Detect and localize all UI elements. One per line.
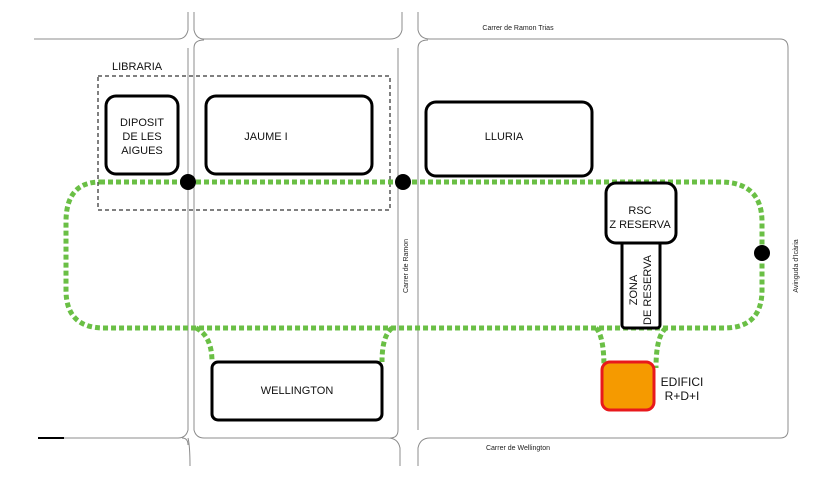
- street-edge-bottom-west: [187, 437, 191, 467]
- building-zona-reserva-label-1: ZONA: [628, 274, 640, 305]
- building-lluria-label: LLURIA: [485, 131, 524, 143]
- street-edge-west-divider: [40, 48, 189, 439]
- access-point-west[interactable]: [180, 174, 196, 190]
- street-edge-north-west-2: [193, 12, 403, 40]
- building-diposit[interactable]: DIPOSIT DE LES AIGUES: [104, 94, 180, 176]
- route-spur-wellington-east: [379, 326, 394, 363]
- street-label-north: Carrer de Ramon Trias: [482, 25, 554, 32]
- building-diposit-label-1: DIPOSIT: [120, 117, 164, 129]
- building-diposit-label-3: AIGUES: [121, 145, 163, 157]
- street-grid: [34, 12, 789, 467]
- library-zone-label: LIBRARIA: [112, 61, 163, 73]
- street-edge-center-west: [389, 48, 399, 439]
- street-label-east: Avinguda d'Icària: [793, 239, 800, 292]
- street-label-center: Carrer de Ramon: [403, 239, 410, 293]
- route-loop: [63, 179, 765, 331]
- street-edge-north-east: [417, 12, 789, 466]
- street-edge-north-west: [34, 12, 189, 40]
- access-point-east[interactable]: [754, 245, 770, 261]
- building-lluria[interactable]: LLURIA: [424, 100, 594, 178]
- building-jaume[interactable]: JAUME I: [204, 94, 374, 176]
- building-edifici-rdi[interactable]: EDIFICI R+D+I: [600, 360, 704, 412]
- building-edifici-label-2: R+D+I: [665, 389, 700, 403]
- street-label-south: Carrer de Wellington: [486, 445, 550, 452]
- building-edifici-label-1: EDIFICI: [661, 375, 704, 389]
- building-rsc-label-2: Z RESERVA: [609, 219, 671, 231]
- building-wellington[interactable]: WELLINGTON: [210, 360, 384, 422]
- library-zone: [97, 75, 391, 211]
- building-wellington-label: WELLINGTON: [261, 385, 334, 397]
- street-edge-center-east: [417, 39, 429, 430]
- building-zona-reserva-label-2: DE RESERVA: [642, 254, 654, 325]
- route-spur-edifici-east: [653, 326, 668, 369]
- building-jaume-label: JAUME I: [244, 131, 287, 143]
- route-spur-wellington-west: [194, 325, 215, 363]
- street-edge-west-divider-2: [193, 39, 401, 466]
- route-spur-edifici-west: [594, 326, 607, 369]
- building-rsc[interactable]: RSC Z RESERVA: [604, 181, 678, 245]
- building-zona-reserva[interactable]: ZONA DE RESERVA: [620, 238, 662, 330]
- building-diposit-label-2: DE LES: [122, 131, 161, 143]
- access-point-center[interactable]: [395, 174, 411, 190]
- building-rsc-label-1: RSC: [628, 205, 651, 217]
- street-edge-corner: [181, 437, 189, 446]
